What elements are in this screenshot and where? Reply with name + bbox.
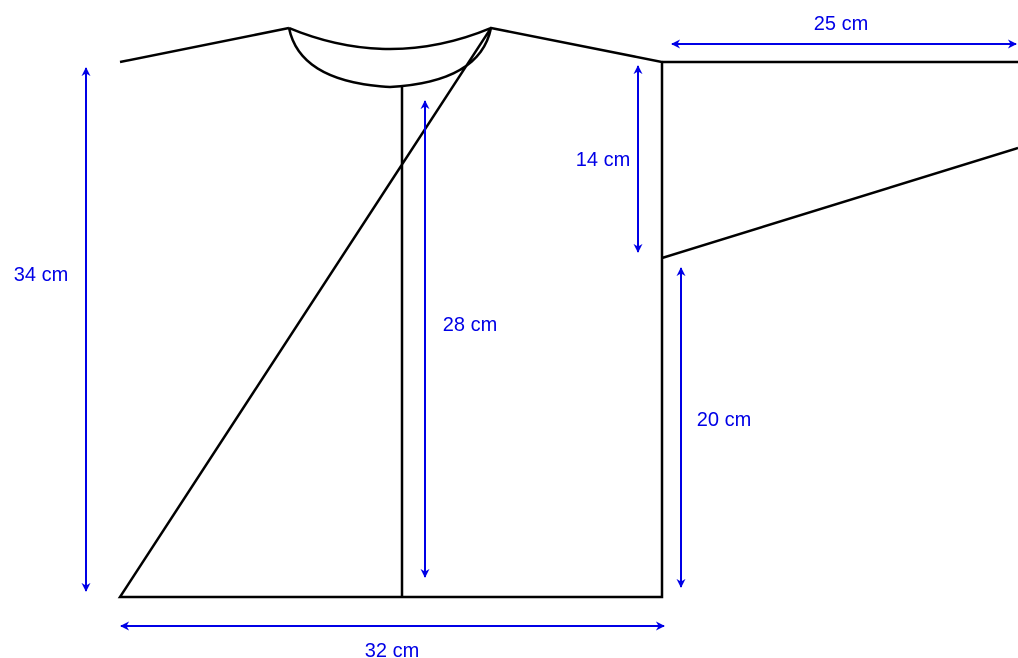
neckline-back	[288, 26, 492, 51]
dimension-lines	[81, 39, 1017, 631]
garment-outline	[117, 26, 1018, 599]
sleeve-outline	[661, 60, 1018, 260]
armhole-depth-label: 14 cm	[576, 149, 630, 171]
body-width-label: 32 cm	[365, 640, 419, 658]
neckline-front	[287, 27, 493, 89]
dimension-labels: 25 cm 14 cm 34 cm 28 cm 20 cm 32 cm	[14, 13, 868, 658]
side-seam-label: 20 cm	[697, 409, 751, 431]
sleeve-length-label: 25 cm	[814, 13, 868, 35]
body-outline	[117, 26, 664, 599]
body-length-label: 34 cm	[14, 264, 68, 286]
front-opening-label: 28 cm	[443, 314, 497, 336]
